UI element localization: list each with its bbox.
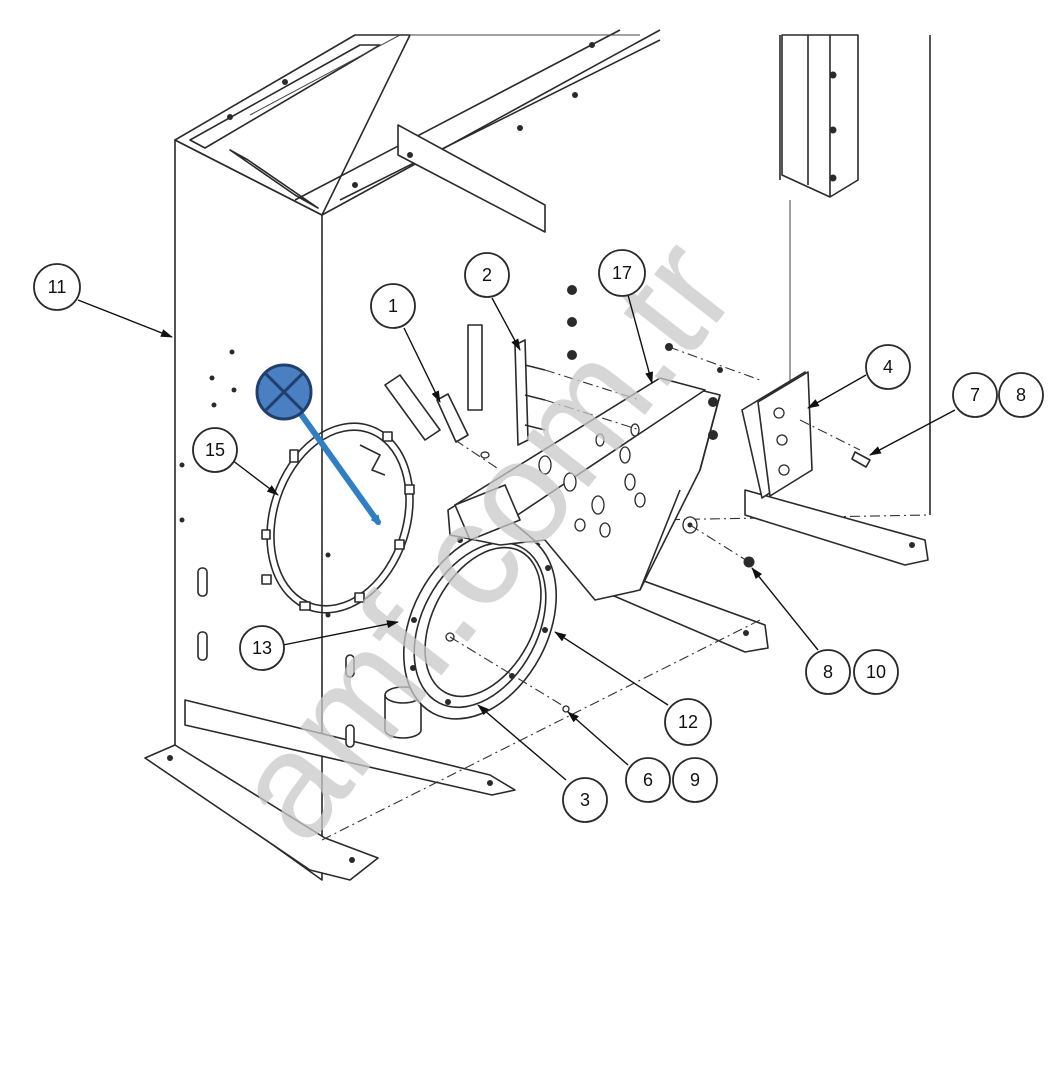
callout-label-11: 11 [48, 277, 67, 297]
clamp-plate-part-4 [741, 371, 813, 499]
callout-2: 2 [464, 252, 521, 351]
callout-4: 4 [807, 344, 911, 409]
nuts-group [567, 285, 871, 568]
callout-label-2: 2 [482, 265, 492, 285]
callout-label-13: 13 [252, 638, 272, 658]
callout-label-8a: 8 [1016, 385, 1026, 405]
callout-6-9: 6 9 [567, 711, 718, 803]
callout-15: 15 [192, 427, 279, 496]
callout-label-7: 7 [970, 385, 980, 405]
callout-label-17: 17 [612, 263, 632, 283]
plate-part-2 [467, 324, 641, 446]
callout-12: 12 [554, 631, 712, 746]
callout-label-8b: 8 [823, 662, 833, 682]
callout-label-4: 4 [883, 357, 893, 377]
callout-17: 17 [598, 249, 653, 384]
callout-1: 1 [370, 283, 441, 403]
flange-ring-part-3 [402, 530, 570, 720]
callout-label-12: 12 [678, 712, 698, 732]
callout-label-9: 9 [690, 770, 700, 790]
callout-label-1: 1 [388, 296, 398, 316]
action-arrow [295, 407, 381, 526]
callout-label-6: 6 [643, 770, 653, 790]
callout-label-15: 15 [205, 440, 225, 460]
arrow-down-right-icon [295, 407, 381, 526]
callout-11: 11 [33, 263, 173, 338]
plate-part-1 [384, 374, 501, 471]
callout-13: 13 [239, 620, 399, 671]
ring-part-15 [261, 422, 415, 614]
housing-frame [144, 29, 931, 881]
circle-x-marker-icon [255, 363, 313, 421]
bracket-part-17 [447, 377, 721, 601]
callout-8-10: 8 10 [751, 567, 899, 695]
callout-label-3: 3 [580, 790, 590, 810]
callout-7-8: 7 8 [869, 372, 1044, 456]
callout-3: 3 [477, 704, 608, 823]
callout-label-10: 10 [866, 662, 886, 682]
